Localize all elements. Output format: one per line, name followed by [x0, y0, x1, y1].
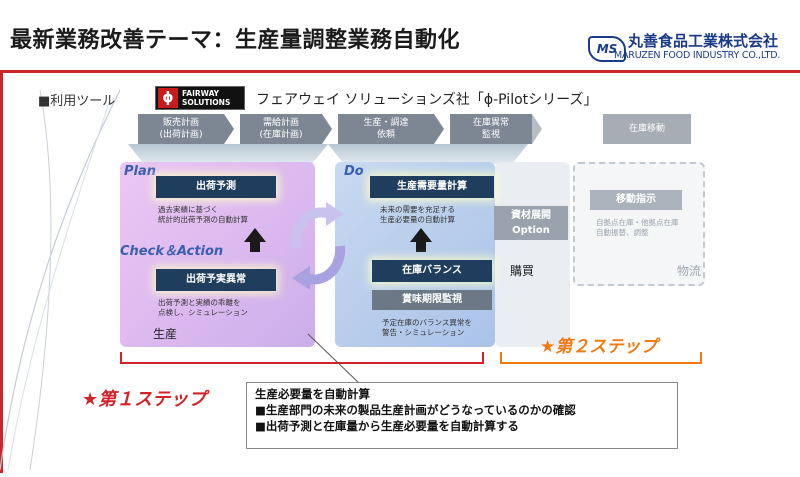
up-arrow-stem: [416, 242, 426, 252]
expiry-monitor-box: 賞味期限監視: [372, 290, 492, 310]
flow-step-inventory-transfer: 在庫移動: [603, 114, 691, 144]
shipping-forecast-desc-2: 統計的出荷予測の自動計算: [158, 215, 248, 224]
callout-item-1: ■生産部門の未来の製品生産計画がどうなっているのかの確認: [255, 403, 576, 417]
inventory-desc-1: 予定在庫のバランス異常を: [382, 318, 472, 327]
flow-step-line2: (在庫計画): [259, 130, 303, 140]
flow-step-line1: 販売計画: [162, 118, 199, 128]
step2-label: ★第２ステップ: [540, 337, 658, 357]
phi-icon: ϕ: [158, 88, 178, 108]
up-arrow-icon: [244, 228, 266, 242]
fairway-logo-text: FAIRWAY SOLUTIONS: [182, 89, 231, 107]
flow-arrow-icon: [434, 114, 444, 144]
plan-connector: [128, 144, 328, 164]
shipping-anomaly-desc-2: 点検し、シミュレーション: [158, 308, 248, 317]
callout-heading: 生産必要量を自動計算: [255, 387, 370, 401]
tool-description: フェアウェイ ソリューションズ社「ϕ-Pilotシリーズ」: [256, 92, 598, 108]
fairway-logo: ϕ FAIRWAY SOLUTIONS: [155, 86, 245, 110]
flow-arrow-icon: [532, 114, 542, 144]
materials-option-box: 資材展開 Option: [494, 206, 568, 240]
flow-arrow-icon: [224, 114, 234, 144]
transfer-desc-1: 自拠点在庫・他拠点在庫: [596, 218, 679, 227]
flow-step-inventory-monitor: 在庫異常 監視: [450, 114, 532, 144]
shipping-forecast-desc-1: 過去実績に基づく: [158, 205, 218, 214]
flow-step-line1: 在庫異常: [472, 118, 509, 128]
tool-label: ■利用ツール: [38, 94, 116, 109]
flow-step-sales-plan: 販売計画 (出荷計画): [138, 114, 224, 144]
flow-step-line1: 在庫移動: [628, 124, 665, 134]
callout-pointer: [307, 333, 361, 385]
decorative-swoosh: [0, 90, 120, 470]
flow-step-line1: 生産・調達: [363, 118, 409, 128]
up-arrow-icon: [410, 228, 432, 242]
logistics-zone: [573, 162, 705, 286]
transfer-desc-2: 自動振替、調整: [596, 228, 649, 237]
company-logo-mark: MS: [588, 36, 626, 62]
flow-step-line1: 需給計画: [262, 118, 299, 128]
flow-step-supply-plan: 需給計画 (在庫計画): [240, 114, 322, 144]
purchasing-zone: [495, 162, 570, 347]
production-requirement-box: 生産需要量計算: [370, 176, 494, 198]
inventory-desc-2: 警告・シミュレーション: [382, 328, 465, 337]
flow-arrow-icon: [322, 114, 332, 144]
logistics-label: 物流: [677, 264, 702, 278]
shipping-forecast-box: 出荷予測: [156, 176, 276, 198]
transfer-box: 移動指示: [590, 190, 682, 210]
do-connector: [328, 144, 528, 164]
shipping-anomaly-desc-1: 出荷予測と実績の乖離を: [158, 298, 241, 307]
callout-item-2: ■出荷予測と在庫量から生産必要量を自動計算する: [255, 419, 519, 433]
check-action-label: Check＆Action: [120, 244, 224, 259]
production-label: 生産: [153, 327, 178, 341]
do-label: Do: [344, 164, 364, 179]
company-name-en: MARUZEN FOOD INDUSTRY CO.,LTD.: [614, 50, 781, 61]
flow-step-line2: 監視: [481, 130, 500, 140]
flow-step-line2: 依頼: [376, 130, 395, 140]
pdca-cycle-icon: [290, 202, 346, 290]
production-requirement-desc-1: 未来の需要を充足する: [380, 205, 455, 214]
option-label: Option: [512, 225, 550, 236]
header-divider: [0, 70, 800, 73]
shipping-anomaly-box: 出荷予実異常: [156, 269, 276, 291]
left-accent-line: [0, 73, 3, 473]
flow-step-line2: (出荷計画): [159, 130, 203, 140]
step1-bracket: [120, 352, 484, 364]
inventory-balance-box: 在庫バランス: [372, 260, 492, 282]
production-requirement-desc-2: 生産必要量の自動計算: [380, 215, 455, 224]
plan-label: Plan: [124, 164, 157, 179]
company-name-jp: 丸善食品工業株式会社: [628, 32, 779, 50]
up-arrow-stem: [250, 242, 260, 252]
purchasing-label: 購買: [510, 264, 535, 278]
page-title: 最新業務改善テーマ：生産量調整業務自動化: [10, 28, 461, 53]
step1-label: ★第１ステップ: [82, 389, 207, 410]
callout-box: 生産必要量を自動計算 ■生産部門の未来の製品生産計画がどうなっているのかの確認 …: [246, 382, 678, 449]
step2-bracket: [500, 352, 702, 364]
materials-label: 資材展開: [511, 210, 551, 221]
flow-step-production-request: 生産・調達 依頼: [338, 114, 434, 144]
